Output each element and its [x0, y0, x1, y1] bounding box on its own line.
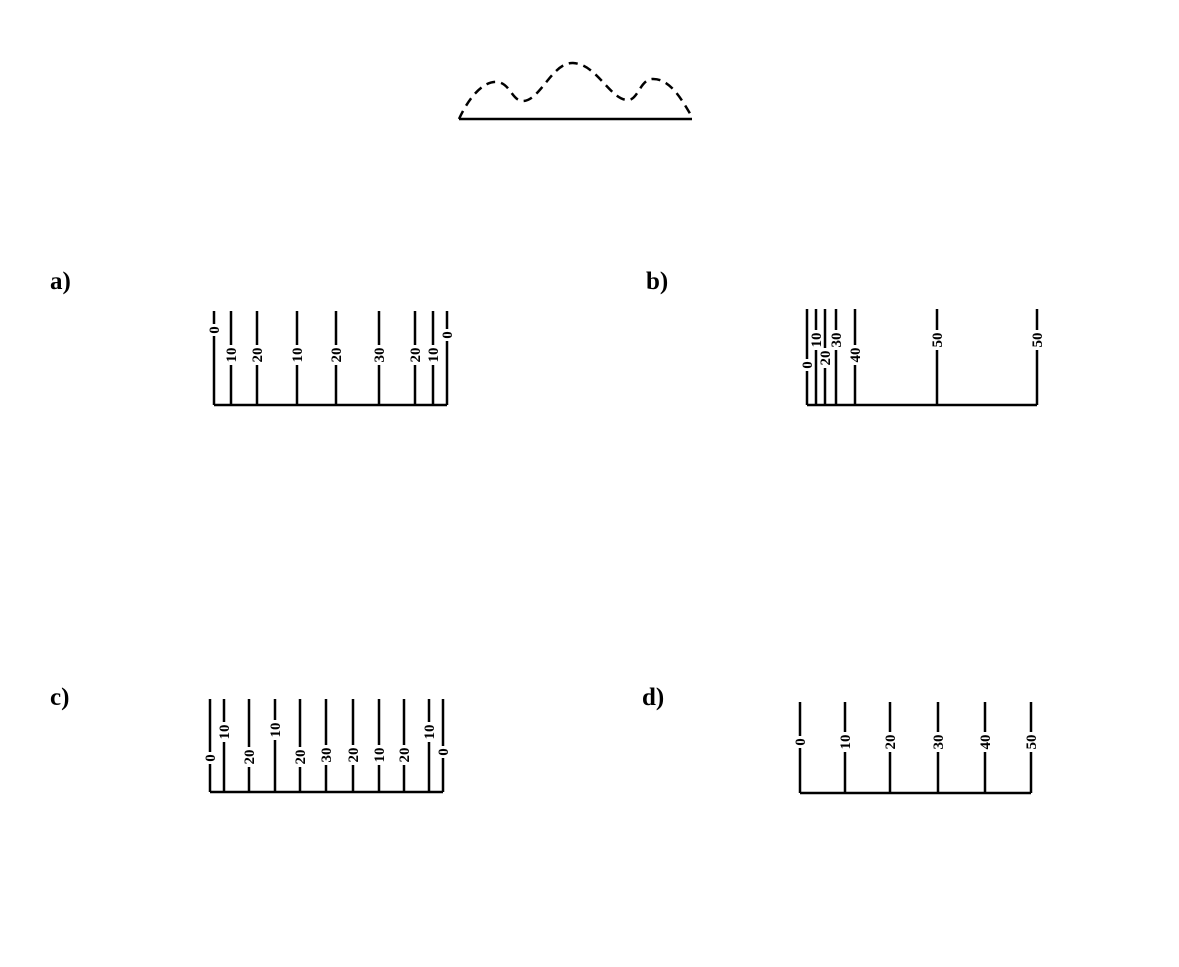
- tick-label-bg: [269, 720, 281, 740]
- tick-label-bg: [330, 345, 342, 365]
- tick-label-bg: [884, 732, 896, 752]
- tick-label-bg: [423, 722, 435, 742]
- tick-label-bg: [931, 330, 943, 350]
- panel-b-label: b): [646, 268, 669, 295]
- panel-d-label: d): [642, 684, 665, 711]
- tick-label-bg: [801, 359, 813, 371]
- tick-label: 10: [422, 725, 438, 740]
- tick-label: 50: [1024, 735, 1040, 750]
- tick-label-bg: [204, 752, 216, 764]
- tick-label-bg: [932, 732, 944, 752]
- tick-label: 10: [290, 348, 306, 363]
- tick-label-bg: [819, 348, 831, 368]
- tick-label: 30: [319, 748, 335, 763]
- terrain-profile: [457, 61, 694, 121]
- tick-label: 50: [930, 333, 946, 348]
- tick-label-bg: [218, 722, 230, 742]
- tick-label-bg: [830, 330, 842, 350]
- tick-label-bg: [208, 324, 220, 336]
- tick-label-bg: [979, 732, 991, 752]
- tick-label: 20: [346, 748, 362, 763]
- tick-label-bg: [251, 345, 263, 365]
- profile-dashed-outline: [457, 61, 694, 120]
- tick-label: 20: [818, 351, 834, 366]
- tick-label: 10: [224, 348, 240, 363]
- tick-label: 10: [809, 333, 825, 348]
- scale-panel-c: 0 10 20 10 20 30 20 10 20 10 0: [203, 699, 452, 794]
- tick-label-bg: [441, 329, 453, 341]
- tick-label-bg: [291, 345, 303, 365]
- tick-label: 10: [838, 735, 854, 750]
- tick-label: 30: [829, 333, 845, 348]
- tick-label: 0: [793, 738, 809, 746]
- tick-label-bg: [849, 345, 861, 365]
- tick-label-bg: [839, 732, 851, 752]
- tick-label: 20: [408, 348, 424, 363]
- tick-label: 0: [440, 331, 456, 339]
- tick-label: 10: [217, 725, 233, 740]
- tick-label: 10: [268, 723, 284, 738]
- tick-label: 20: [329, 348, 345, 363]
- tick-label: 30: [931, 735, 947, 750]
- tick-label: 20: [397, 748, 413, 763]
- tick-label: 30: [372, 348, 388, 363]
- tick-label: 20: [293, 750, 309, 765]
- tick-label-bg: [794, 736, 806, 748]
- tick-label-bg: [243, 747, 255, 767]
- tick-label: 20: [242, 750, 258, 765]
- tick-label: 0: [436, 748, 452, 756]
- tick-label: 40: [978, 735, 994, 750]
- tick-label-bg: [1025, 732, 1037, 752]
- panel-a-label: a): [50, 268, 71, 295]
- tick-label-bg: [437, 746, 449, 758]
- tick-label: 0: [203, 754, 219, 762]
- tick-label: 0: [800, 361, 816, 369]
- tick-label-bg: [225, 345, 237, 365]
- tick-label-bg: [373, 745, 385, 765]
- tick-label-bg: [347, 745, 359, 765]
- tick-label-bg: [398, 745, 410, 765]
- tick-label-bg: [373, 345, 385, 365]
- tick-label-bg: [320, 745, 332, 765]
- tick-label-bg: [1031, 330, 1043, 350]
- tick-label: 20: [883, 735, 899, 750]
- panel-c-label: c): [50, 684, 70, 711]
- tick-label: 10: [372, 748, 388, 763]
- tick-label: 50: [1030, 333, 1046, 348]
- tick-label: 20: [250, 348, 266, 363]
- scale-panel-d: 0 10 20 30 40 50: [793, 702, 1040, 795]
- tick-label: 10: [426, 348, 442, 363]
- tick-label-bg: [810, 330, 822, 350]
- tick-label-bg: [427, 345, 439, 365]
- tick-label: 40: [848, 348, 864, 363]
- tick-label: 0: [207, 326, 223, 334]
- tick-label-bg: [409, 345, 421, 365]
- tick-label-bg: [294, 747, 306, 767]
